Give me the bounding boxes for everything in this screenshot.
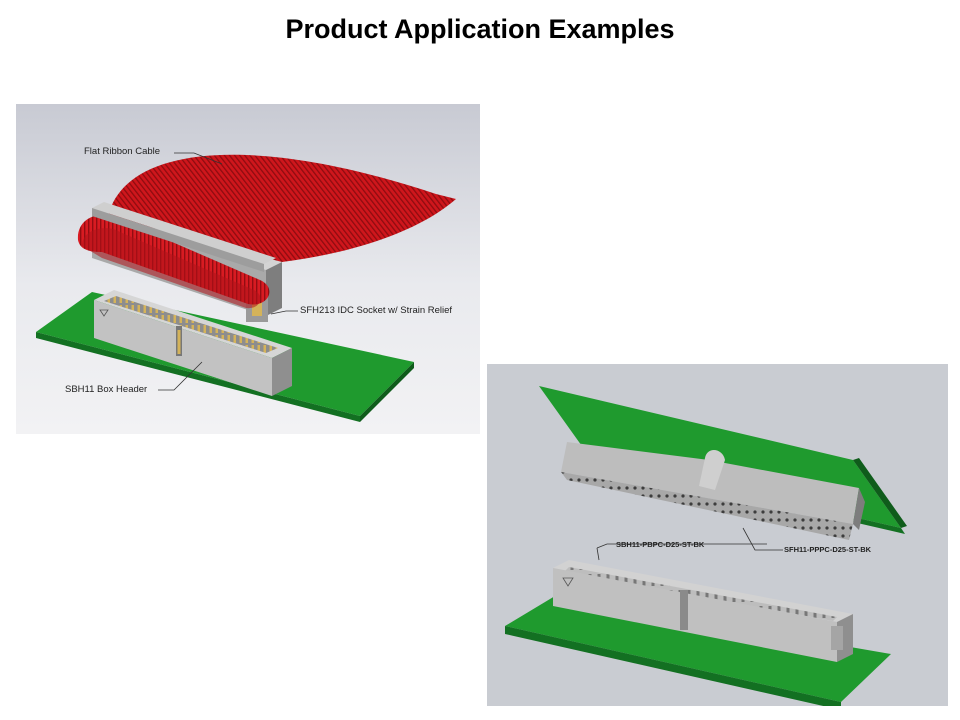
board-to-board-assembly-figure: SBH11-PBPC-D25-ST-BK SFH11-PPPC-D25-ST-B…: [487, 364, 948, 706]
box-header-part-label: SBH11-PBPC-D25-ST-BK: [616, 540, 705, 549]
box-header: [94, 300, 272, 396]
socket-part-label: SFH11-PPPC-D25-ST-BK: [784, 545, 872, 554]
board-to-board-assembly-illustration: [487, 364, 948, 706]
box-header-label: SBH11 Box Header: [65, 384, 148, 395]
sbh11-box-header: [553, 568, 837, 662]
lower-pcb-board: [505, 596, 891, 702]
flat-ribbon-cable-label: Flat Ribbon Cable: [84, 146, 161, 157]
ribbon-cable-assembly-illustration: [16, 104, 480, 434]
ribbon-cable-assembly-figure: Flat Ribbon Cable SFH213 IDC Socket w/ S…: [16, 104, 480, 434]
idc-socket-label: SFH213 IDC Socket w/ Strain Relief: [300, 305, 453, 316]
slide-title: Product Application Examples: [285, 14, 675, 44]
